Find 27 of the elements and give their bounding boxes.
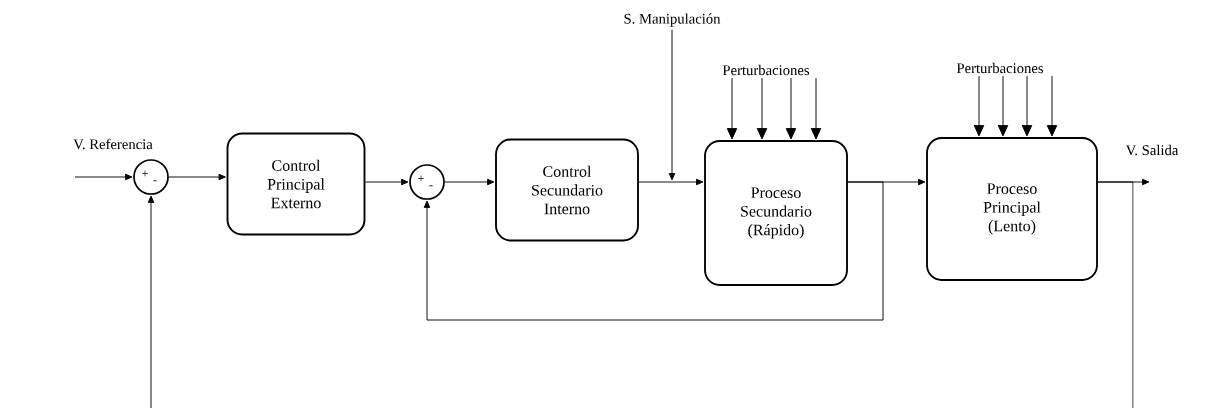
arrow	[74, 173, 133, 181]
arrow	[726, 77, 738, 140]
signal-label: Perturbaciones	[722, 64, 810, 76]
arrow	[168, 173, 226, 181]
edge-label: V. Referencia	[71, 137, 155, 151]
arrow	[973, 75, 985, 137]
arrow	[997, 75, 1009, 137]
summing-junction: + -	[409, 164, 445, 200]
arrow	[1046, 75, 1058, 137]
signal-label: S. Manipulación	[624, 13, 721, 27]
summing-junction: + -	[133, 159, 169, 195]
arrow	[810, 77, 822, 140]
edge-label: V. Salida	[1124, 143, 1180, 157]
arrow	[785, 77, 797, 140]
arrow	[423, 181, 884, 321]
arrow	[638, 178, 704, 186]
arrow	[444, 178, 495, 186]
process-box: Control Principal Externo	[226, 132, 366, 236]
signal-label: Perturbaciones	[956, 62, 1044, 74]
process-box: Control Secundario Interno	[495, 138, 639, 242]
arrow	[1021, 75, 1033, 137]
process-box: Proceso Secundario (Rápido)	[704, 140, 848, 286]
arrow	[668, 29, 676, 181]
process-box: Proceso Principal (Lento)	[926, 137, 1098, 281]
arrow	[756, 77, 768, 140]
arrow	[147, 195, 155, 408]
arrow	[364, 178, 409, 186]
